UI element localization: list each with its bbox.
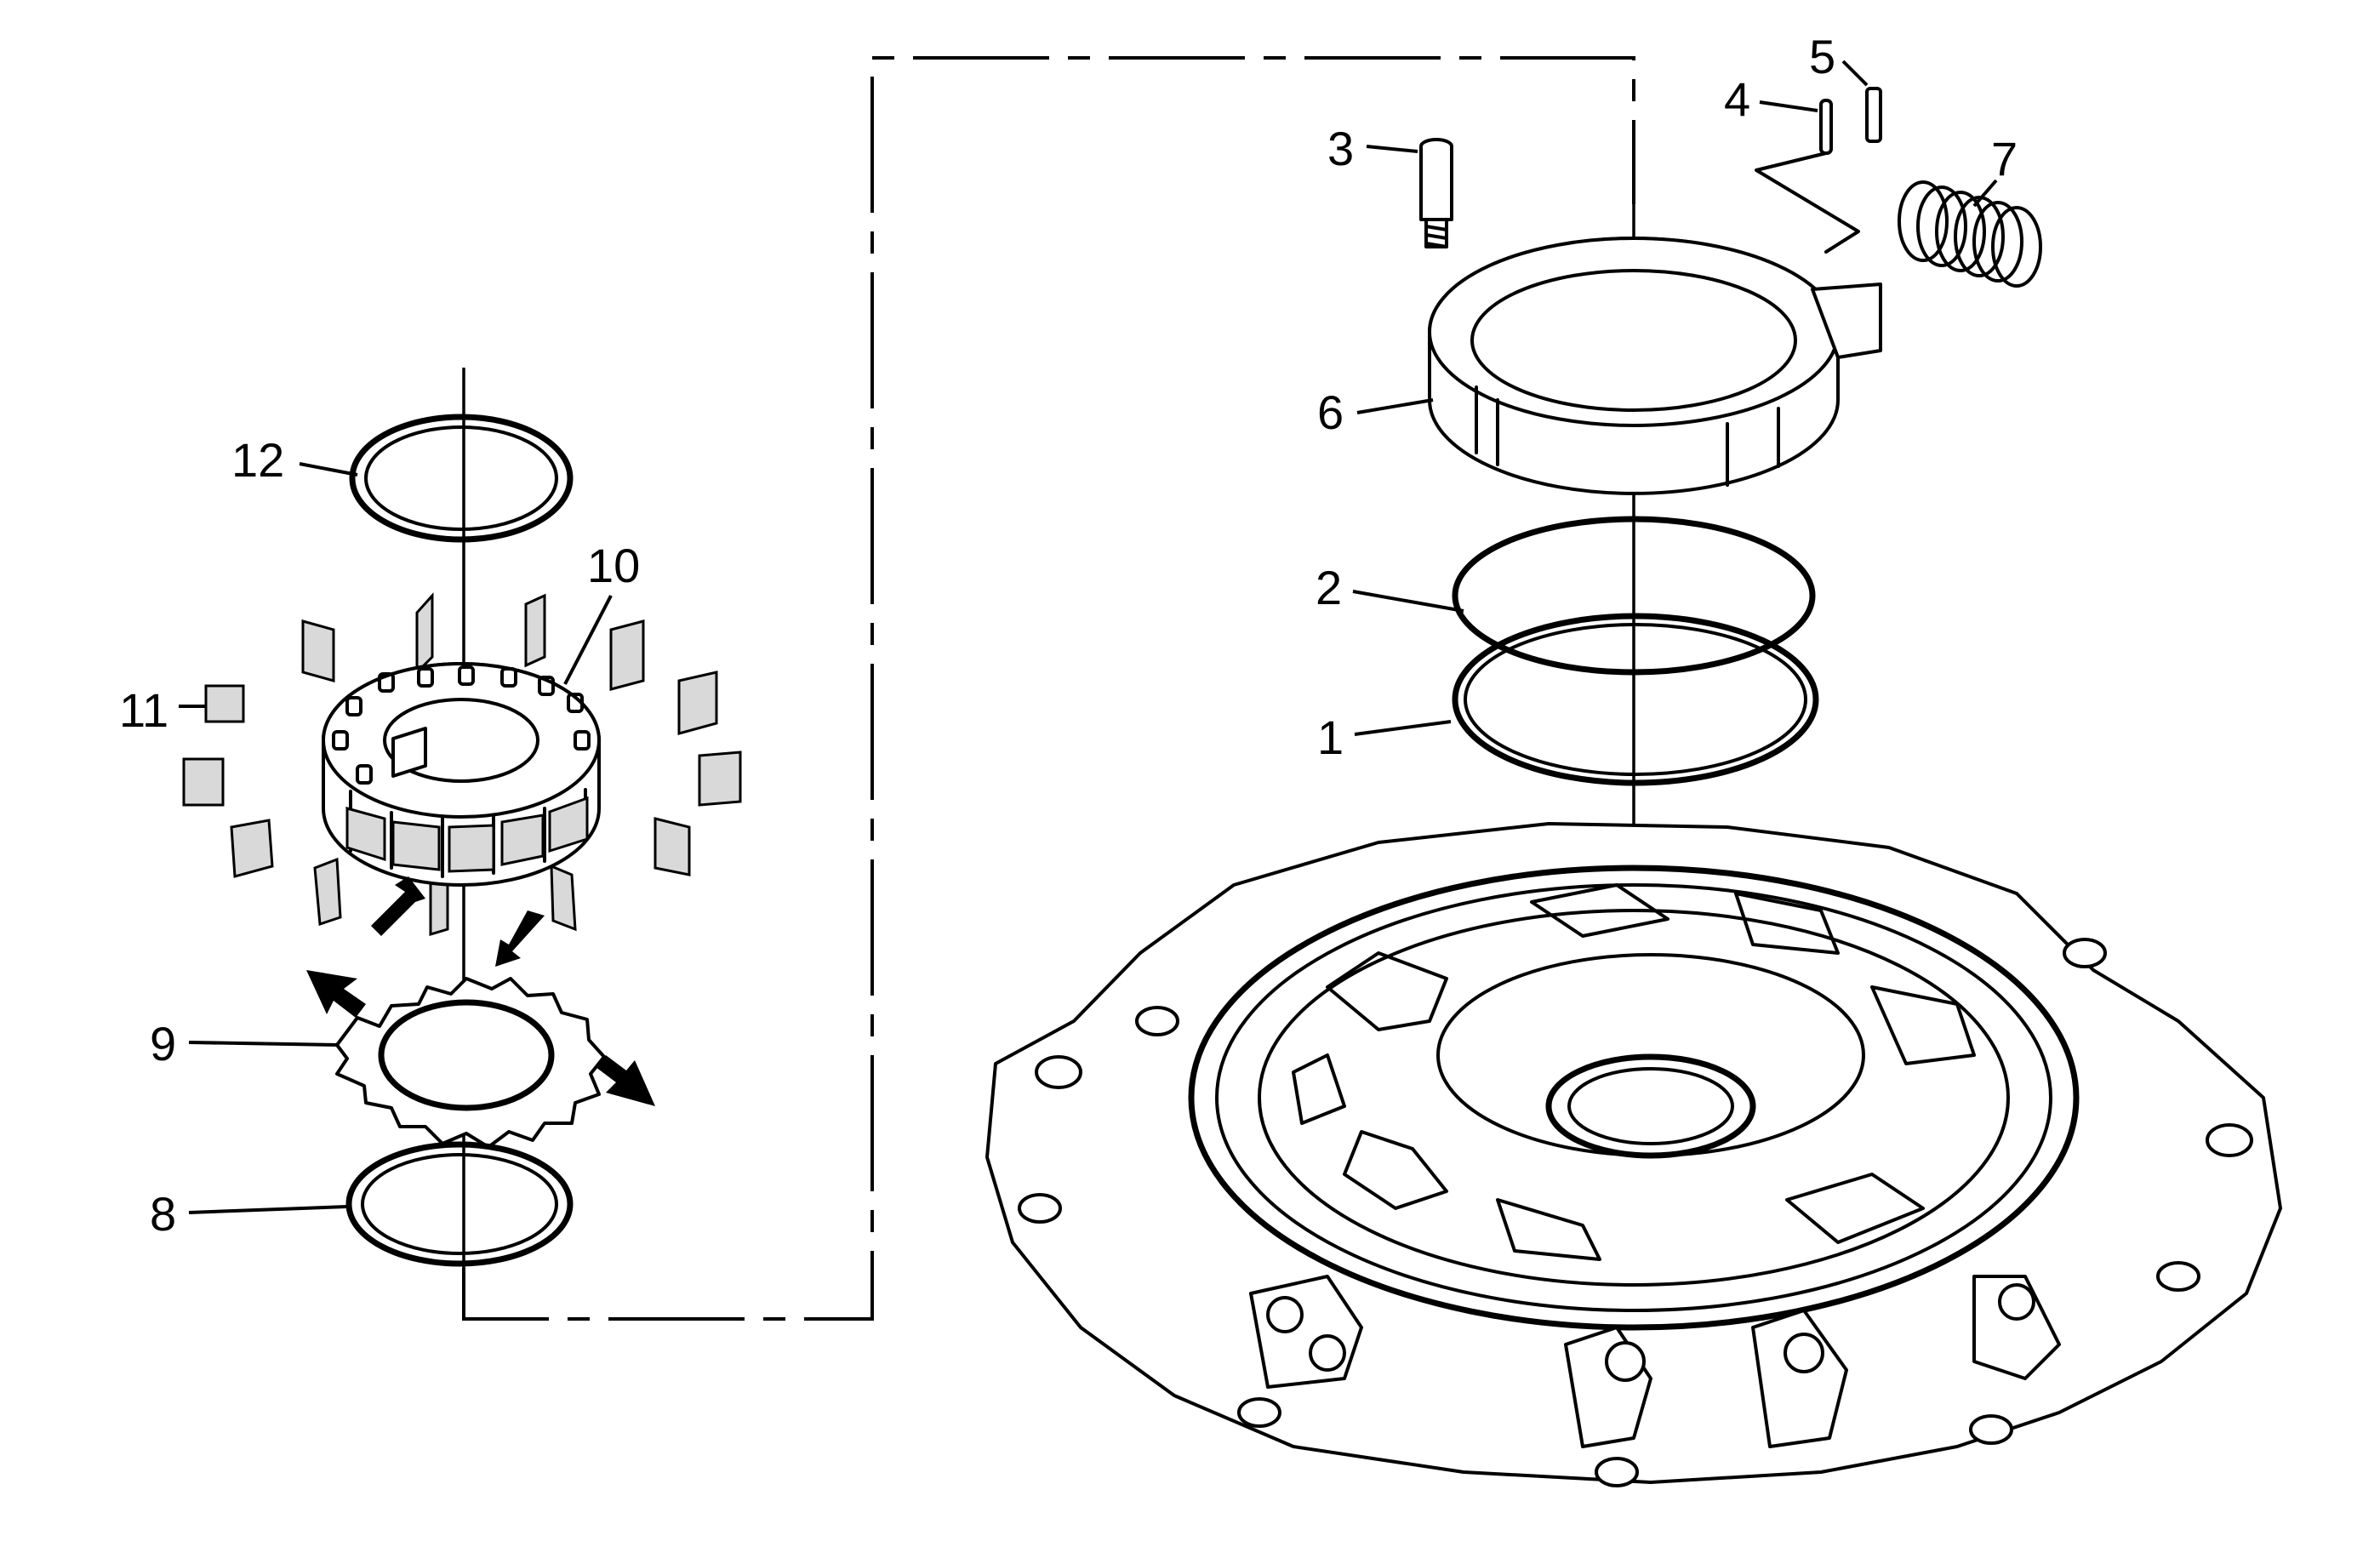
callout-9: 9 xyxy=(150,1017,176,1070)
pin-alignment-line xyxy=(1755,151,1860,254)
left-subassembly xyxy=(182,368,742,1268)
housing-bosses xyxy=(1249,1275,2061,1448)
callout-12: 12 xyxy=(231,433,284,487)
transmission-housing xyxy=(985,822,2282,1487)
part-3-pin xyxy=(1419,138,1453,248)
bolt-holes xyxy=(1018,938,2253,1487)
part-6-ring-housing xyxy=(1428,237,1882,495)
part-12-snap-ring xyxy=(349,414,574,543)
part-9-toothed-washer xyxy=(335,977,606,1149)
callout-5: 5 xyxy=(1809,30,1835,83)
callout-7: 7 xyxy=(1991,132,2018,186)
callout-8: 8 xyxy=(150,1187,176,1241)
housing-channels xyxy=(1292,883,1976,1261)
part-5-pin xyxy=(1865,87,1882,143)
callout-4: 4 xyxy=(1724,72,1750,126)
part-10-segmented-ring xyxy=(322,662,601,887)
callout-labels: 1 2 3 4 5 6 7 8 9 10 11 12 xyxy=(119,30,2018,1241)
callout-1: 1 xyxy=(1317,711,1344,764)
callout-10: 10 xyxy=(587,539,640,592)
callout-6: 6 xyxy=(1317,385,1344,439)
part-4-pin xyxy=(1819,99,1833,155)
callout-2: 2 xyxy=(1316,561,1342,614)
indicator-arrows xyxy=(306,876,655,1106)
assembly-connection-line xyxy=(462,56,1635,1321)
part-1-seal-ring xyxy=(1452,613,1819,786)
callout-11: 11 xyxy=(119,683,168,737)
callout-3: 3 xyxy=(1327,122,1354,175)
part-11-segments xyxy=(182,592,742,937)
part-7-spring xyxy=(1898,180,2042,288)
part-10-insert xyxy=(391,727,427,778)
right-upper-parts xyxy=(1419,87,2042,1139)
leader-lines xyxy=(179,60,1998,1214)
part-8-ring xyxy=(345,1141,574,1267)
part-2-seal-ring xyxy=(1452,516,1816,676)
